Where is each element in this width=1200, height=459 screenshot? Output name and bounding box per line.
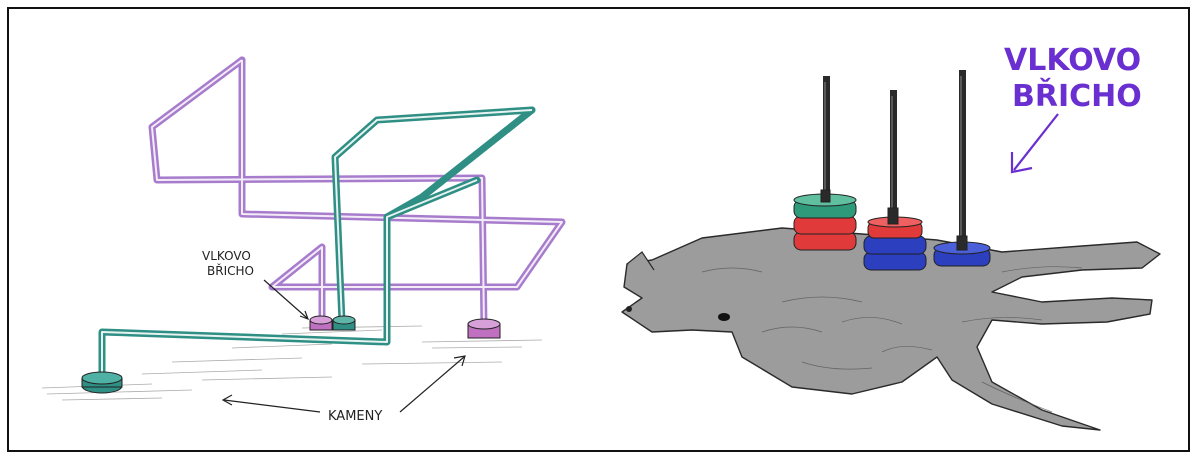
right-belly-label-line2: BŘICHO <box>1012 78 1142 114</box>
ground-hatching <box>41 325 543 401</box>
left-belly-label-line1: VLKOVO <box>202 249 251 263</box>
rod-3 <box>959 70 966 250</box>
rod-1 <box>823 76 830 206</box>
stones-arrow-right <box>399 356 465 413</box>
right-belly-label-line1: VLKOVO <box>1004 43 1141 78</box>
left-belly-label-line2: BŘICHO <box>207 263 254 278</box>
left-drawing: VLKOVO BŘICHO KAMENY <box>41 56 566 424</box>
wolf-eye <box>718 313 730 321</box>
right-drawing: VLKOVO BŘICHO <box>621 43 1161 431</box>
tower-rods <box>823 70 966 250</box>
illustration-canvas: VLKOVO BŘICHO KAMENY <box>41 43 1161 431</box>
stones-label: KAMENY <box>328 409 382 424</box>
stones-arrow-left <box>223 399 321 413</box>
purple-wire-frame-inner <box>151 59 563 328</box>
teal-wire-frame-inner <box>101 109 533 380</box>
disk-stack-1 <box>793 189 857 251</box>
wolf-illustration <box>621 227 1161 431</box>
disk-stack-3 <box>933 235 991 267</box>
stone-right-purple <box>467 318 501 339</box>
stone-center-teal <box>332 315 356 331</box>
belly-pointer-arrow <box>263 279 308 319</box>
stone-left-teal <box>81 371 123 394</box>
right-belly-arrow <box>1013 113 1059 171</box>
rod-2 <box>890 90 897 220</box>
illustration-frame: VLKOVO BŘICHO KAMENY <box>7 7 1190 452</box>
disk-stack-2 <box>863 207 927 271</box>
stone-center-purple <box>309 315 333 331</box>
